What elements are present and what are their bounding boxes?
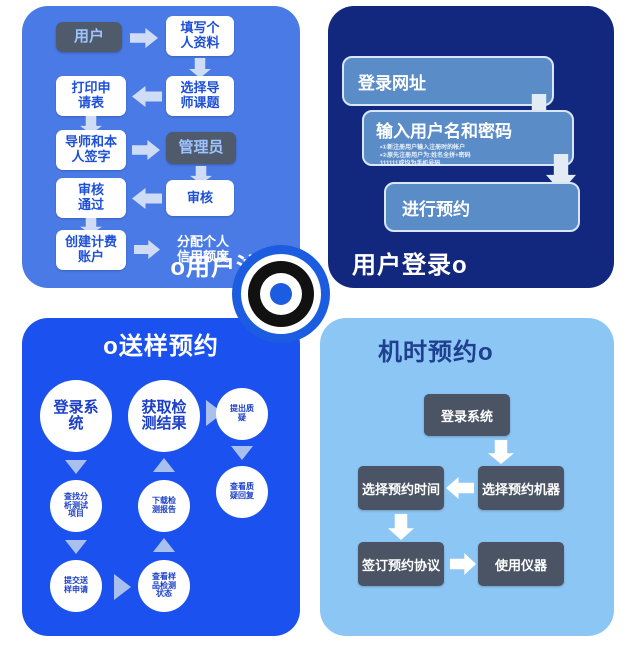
box-enter-credentials[interactable]: 输入用户名和密码 •①新注册用户输入注册时的帐户 •②原先注册用户为:姓名全拼+… xyxy=(362,110,574,168)
mnode-choose-time[interactable]: 选择预约时间 xyxy=(358,466,444,510)
panel-instrument-booking: 机时预约o 登录系统 选择预约机器 选择预约时间 签订预约协议 使用仪器 xyxy=(320,318,614,636)
arrow-user-to-fill-profile xyxy=(130,28,158,48)
credentials-bullet-1: •①新注册用户输入注册时的帐户 xyxy=(380,145,466,151)
panel-sample-booking: o送样预约 登录系统 查找分析测试项目 提交送样申请 获取检测结果 下载检测报告… xyxy=(22,318,300,636)
panel-title-user-login: 用户登录o xyxy=(352,252,468,279)
bullseye-target-logo xyxy=(232,245,330,343)
box-login-url[interactable]: 登录网址 xyxy=(342,56,554,106)
circle-check-sample-status[interactable]: 查看样品检测状态 xyxy=(138,560,190,612)
arrow-fill-profile-to-choose-topic xyxy=(189,58,211,78)
arrow-find-items-to-submit xyxy=(65,540,87,554)
box-enter-credentials-label: 输入用户名和密码 xyxy=(376,122,512,141)
arrow-query-to-view-reply xyxy=(231,446,253,460)
box-login-url-label: 登录网址 xyxy=(358,73,426,93)
arrow-sign-agreement-to-use-instrument xyxy=(450,553,476,575)
arrow-choose-topic-to-print-form xyxy=(132,86,162,107)
circle-find-test-items[interactable]: 查找分析测试项目 xyxy=(50,480,102,532)
node-print-form[interactable]: 打印申请表 xyxy=(56,76,126,116)
credentials-bullet-3: 111111或均为手机号码 xyxy=(380,161,441,168)
node-user[interactable]: 用户 xyxy=(56,22,122,52)
panel-title-instrument-booking: 机时预约o xyxy=(378,339,494,366)
node-review-approved[interactable]: 审核通过 xyxy=(56,178,126,218)
node-mentor-and-self-sign[interactable]: 导师和本人签字 xyxy=(56,130,126,170)
panel-user-login: 登录网址 输入用户名和密码 •①新注册用户输入注册时的帐户 •②原先注册用户为:… xyxy=(328,6,614,288)
circle-raise-query[interactable]: 提出质疑 xyxy=(216,388,268,440)
arrow-login-to-find-items xyxy=(65,460,87,474)
node-choose-topic[interactable]: 选择导师课题 xyxy=(166,76,234,116)
node-assign-personal-credit[interactable]: 分配个人信用额度 xyxy=(176,234,229,264)
box-make-booking-label: 进行预约 xyxy=(402,199,470,219)
credentials-bullet-2: •②原先注册用户为:姓名全拼+密码 xyxy=(380,153,471,160)
node-admin[interactable]: 管理员 xyxy=(166,132,236,164)
node-create-billing-account[interactable]: 创建计费账户 xyxy=(56,230,126,270)
circle-login-system[interactable]: 登录系统 xyxy=(40,380,112,452)
circle-get-test-results[interactable]: 获取检测结果 xyxy=(128,380,200,452)
circle-view-query-reply[interactable]: 查看质疑回复 xyxy=(216,466,268,518)
mnode-sign-agreement[interactable]: 签订预约协议 xyxy=(358,542,444,586)
arrow-sign-to-admin xyxy=(132,140,160,160)
mnode-choose-machine[interactable]: 选择预约机器 xyxy=(478,466,564,510)
node-fill-profile[interactable]: 填写个人资料 xyxy=(166,16,234,56)
mnode-login-system[interactable]: 登录系统 xyxy=(424,394,510,436)
arrow-review-to-approved xyxy=(132,188,162,209)
box-make-booking[interactable]: 进行预约 xyxy=(384,182,580,232)
arrow-choose-machine-to-choose-time xyxy=(446,477,474,499)
arrow-status-to-download xyxy=(153,538,175,552)
arrow-choose-time-to-sign-agreement xyxy=(388,514,414,540)
panel-title-sample-booking: o送样预约 xyxy=(103,333,219,360)
node-review[interactable]: 审核 xyxy=(166,180,234,216)
mnode-use-instrument[interactable]: 使用仪器 xyxy=(478,542,564,586)
circle-download-report[interactable]: 下载检测报告 xyxy=(138,480,190,532)
arrow-login-to-choose-machine xyxy=(488,440,514,464)
arrow-submit-to-check-status xyxy=(114,574,131,600)
arrow-download-to-results xyxy=(153,458,175,472)
box-enter-credentials-bullets: •①新注册用户输入注册时的帐户 •②原先注册用户为:姓名全拼+密码 111111… xyxy=(376,144,572,168)
circle-submit-sample-application[interactable]: 提交送样申请 xyxy=(50,560,102,612)
arrow-create-account-to-assign-credit xyxy=(134,240,160,259)
panel-user-registration: 用户 填写个人资料 选择导师课题 打印申请表 导师和本人签字 管理员 审核 审核… xyxy=(22,6,300,288)
